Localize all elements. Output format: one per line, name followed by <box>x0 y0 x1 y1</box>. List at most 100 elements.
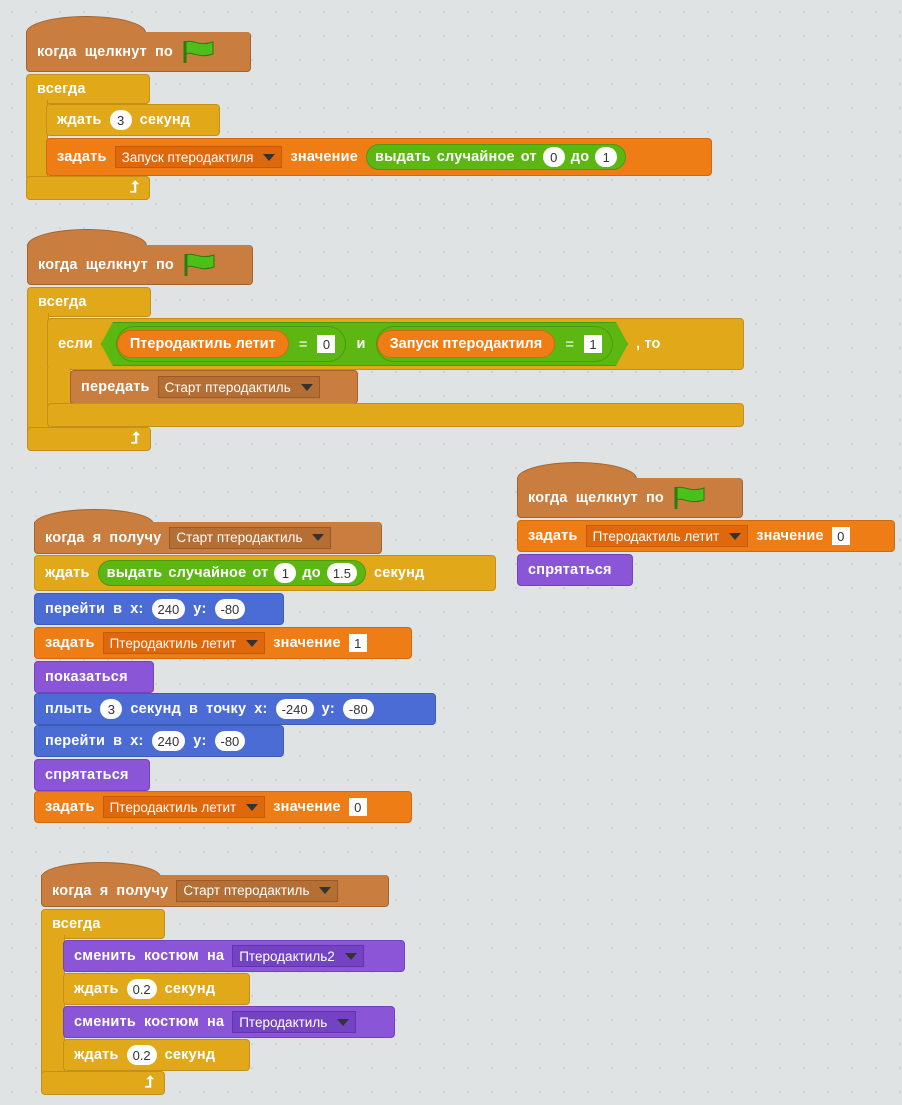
variable-name: Птеродактиль летит <box>109 635 237 651</box>
value-label: значение <box>273 635 341 651</box>
set-variable-block[interactable]: задать Птеродактиль летит значение 0 <box>517 520 895 552</box>
x-input[interactable]: -240 <box>275 699 314 719</box>
wait-seconds-input[interactable]: 0.2 <box>126 1045 157 1065</box>
variable-dropdown[interactable]: Птеродактиль летит <box>102 632 266 654</box>
when-flag-clicked-block[interactable]: когда щелкнут по <box>517 478 743 518</box>
show-block[interactable]: показаться <box>34 661 154 693</box>
seconds-label: секунд <box>164 1047 216 1063</box>
random-min-input[interactable]: 0 <box>542 147 565 167</box>
goto-label: перейти <box>45 601 106 617</box>
when-label: когда <box>45 529 85 546</box>
wait-seconds-input[interactable]: 3 <box>109 110 132 130</box>
message-dropdown[interactable]: Старт птеродактиль <box>157 376 320 398</box>
random-max-input[interactable]: 1 <box>595 147 618 167</box>
variable-reporter-pterodactyl-launch[interactable]: Запуск птеродактиля <box>377 330 556 358</box>
wait-seconds-input[interactable]: 0.2 <box>126 979 157 999</box>
broadcast-block[interactable]: передать Старт птеродактиль <box>70 370 358 404</box>
random-label: случайное <box>436 149 515 165</box>
switch-costume-block[interactable]: сменить костюм на Птеродактиль2 <box>63 940 405 972</box>
wait-block[interactable]: ждать 0.2 секунд <box>63 973 250 1005</box>
message-name: Старт птеродактиль <box>183 883 310 898</box>
clicked-label: щелкнут <box>84 43 147 60</box>
hide-block[interactable]: спрятаться <box>517 554 633 586</box>
on-label: по <box>645 489 664 506</box>
variable-dropdown[interactable]: Запуск птеродактиля <box>114 146 283 168</box>
glide-block[interactable]: плыть 3 секунд в точку x: -240 y: -80 <box>34 693 436 725</box>
message-dropdown[interactable]: Старт птеродактиль <box>169 526 332 549</box>
y-input[interactable]: -80 <box>214 731 246 751</box>
when-label: когда <box>52 882 92 899</box>
wait-label: ждать <box>45 565 90 581</box>
green-flag-icon <box>182 252 216 278</box>
forever-arm <box>41 935 65 1075</box>
value-input[interactable]: 1 <box>348 634 367 652</box>
when-label: когда <box>37 43 77 60</box>
message-name: Старт птеродактиль <box>176 530 303 545</box>
value-input[interactable]: 0 <box>348 798 367 816</box>
compare-value-input[interactable]: 1 <box>584 335 602 353</box>
y-input[interactable]: -80 <box>214 599 246 619</box>
clicked-label: щелкнут <box>85 256 148 273</box>
costume-dropdown[interactable]: Птеродактиль <box>232 1011 357 1033</box>
y-label: y: <box>193 733 207 749</box>
go-to-xy-block[interactable]: перейти в x: 240 y: -80 <box>34 593 284 625</box>
random-max-input[interactable]: 1.5 <box>326 563 357 583</box>
on-label: по <box>155 256 174 273</box>
costume-name: Птеродактиль2 <box>239 948 335 964</box>
from-label: от <box>252 565 269 581</box>
hide-block[interactable]: спрятаться <box>34 759 150 791</box>
x-label: x: <box>130 601 144 617</box>
hide-label: спрятаться <box>528 562 612 578</box>
clicked-label: щелкнут <box>575 489 638 506</box>
forever-block[interactable]: всегда <box>26 74 150 104</box>
x-input[interactable]: 240 <box>151 599 186 619</box>
when-i-receive-block[interactable]: когда я получу Старт птеродактиль <box>41 875 389 907</box>
costume-label: костюм <box>143 1014 199 1030</box>
pick-random-operator[interactable]: выдать случайное от 0 до 1 <box>365 144 627 170</box>
if-block[interactable]: если Птеродактиль летит = 0 и Запуск пте… <box>47 318 744 370</box>
variable-dropdown[interactable]: Птеродактиль летит <box>585 525 749 547</box>
set-variable-block[interactable]: задать Запуск птеродактиля значение выда… <box>46 138 712 176</box>
x-label: x: <box>130 733 144 749</box>
costume-dropdown[interactable]: Птеродактиль2 <box>232 945 364 967</box>
switch-costume-block[interactable]: сменить костюм на Птеродактиль <box>63 1006 395 1038</box>
when-flag-clicked-block[interactable]: когда щелкнут по <box>26 32 251 72</box>
when-flag-clicked-block[interactable]: когда щелкнут по <box>27 245 253 285</box>
y-input[interactable]: -80 <box>342 699 374 719</box>
wait-block[interactable]: ждать 3 секунд <box>46 104 220 136</box>
set-label: задать <box>45 635 95 651</box>
then-label: , то <box>635 336 661 352</box>
glide-seconds-input[interactable]: 3 <box>100 699 123 719</box>
forever-block[interactable]: всегда <box>41 909 165 939</box>
go-to-xy-block[interactable]: перейти в x: 240 y: -80 <box>34 725 284 757</box>
value-label: значение <box>756 528 824 544</box>
forever-bottom: ⮥ <box>27 427 151 451</box>
chevron-down-icon <box>246 803 259 811</box>
when-i-receive-block[interactable]: когда я получу Старт птеродактиль <box>34 522 382 554</box>
forever-label: всегда <box>52 916 101 932</box>
equals-operator-right[interactable]: Запуск птеродактиля = 1 <box>376 326 613 362</box>
pick-random-operator[interactable]: выдать случайное от 1 до 1.5 <box>97 560 366 586</box>
chevron-down-icon <box>312 534 325 541</box>
value-input[interactable]: 0 <box>831 527 850 545</box>
and-operator[interactable]: Птеродактиль летит = 0 и Запуск птеродак… <box>101 322 628 366</box>
seconds-label: секунд <box>164 981 216 997</box>
set-variable-block[interactable]: задать Птеродактиль летит значение 1 <box>34 627 412 659</box>
wait-block[interactable]: ждать 0.2 секунд <box>63 1039 250 1071</box>
if-bottom <box>47 403 744 427</box>
forever-block[interactable]: всегда <box>27 287 151 317</box>
wait-block[interactable]: ждать выдать случайное от 1 до 1.5 секун… <box>34 555 496 591</box>
when-label: когда <box>528 489 568 506</box>
variable-dropdown[interactable]: Птеродактиль летит <box>102 796 266 818</box>
forever-arm <box>27 313 49 431</box>
variable-reporter-pterodactyl-flying[interactable]: Птеродактиль летит <box>117 330 289 358</box>
x-input[interactable]: 240 <box>151 731 186 751</box>
set-label: задать <box>45 799 95 815</box>
hide-label: спрятаться <box>45 767 129 783</box>
compare-value-input[interactable]: 0 <box>317 335 335 353</box>
random-min-input[interactable]: 1 <box>274 563 297 583</box>
equals-operator-left[interactable]: Птеродактиль летит = 0 <box>116 326 347 362</box>
message-dropdown[interactable]: Старт птеродактиль <box>176 879 339 902</box>
set-variable-block[interactable]: задать Птеродактиль летит значение 0 <box>34 791 412 823</box>
in-label: в <box>113 601 123 617</box>
